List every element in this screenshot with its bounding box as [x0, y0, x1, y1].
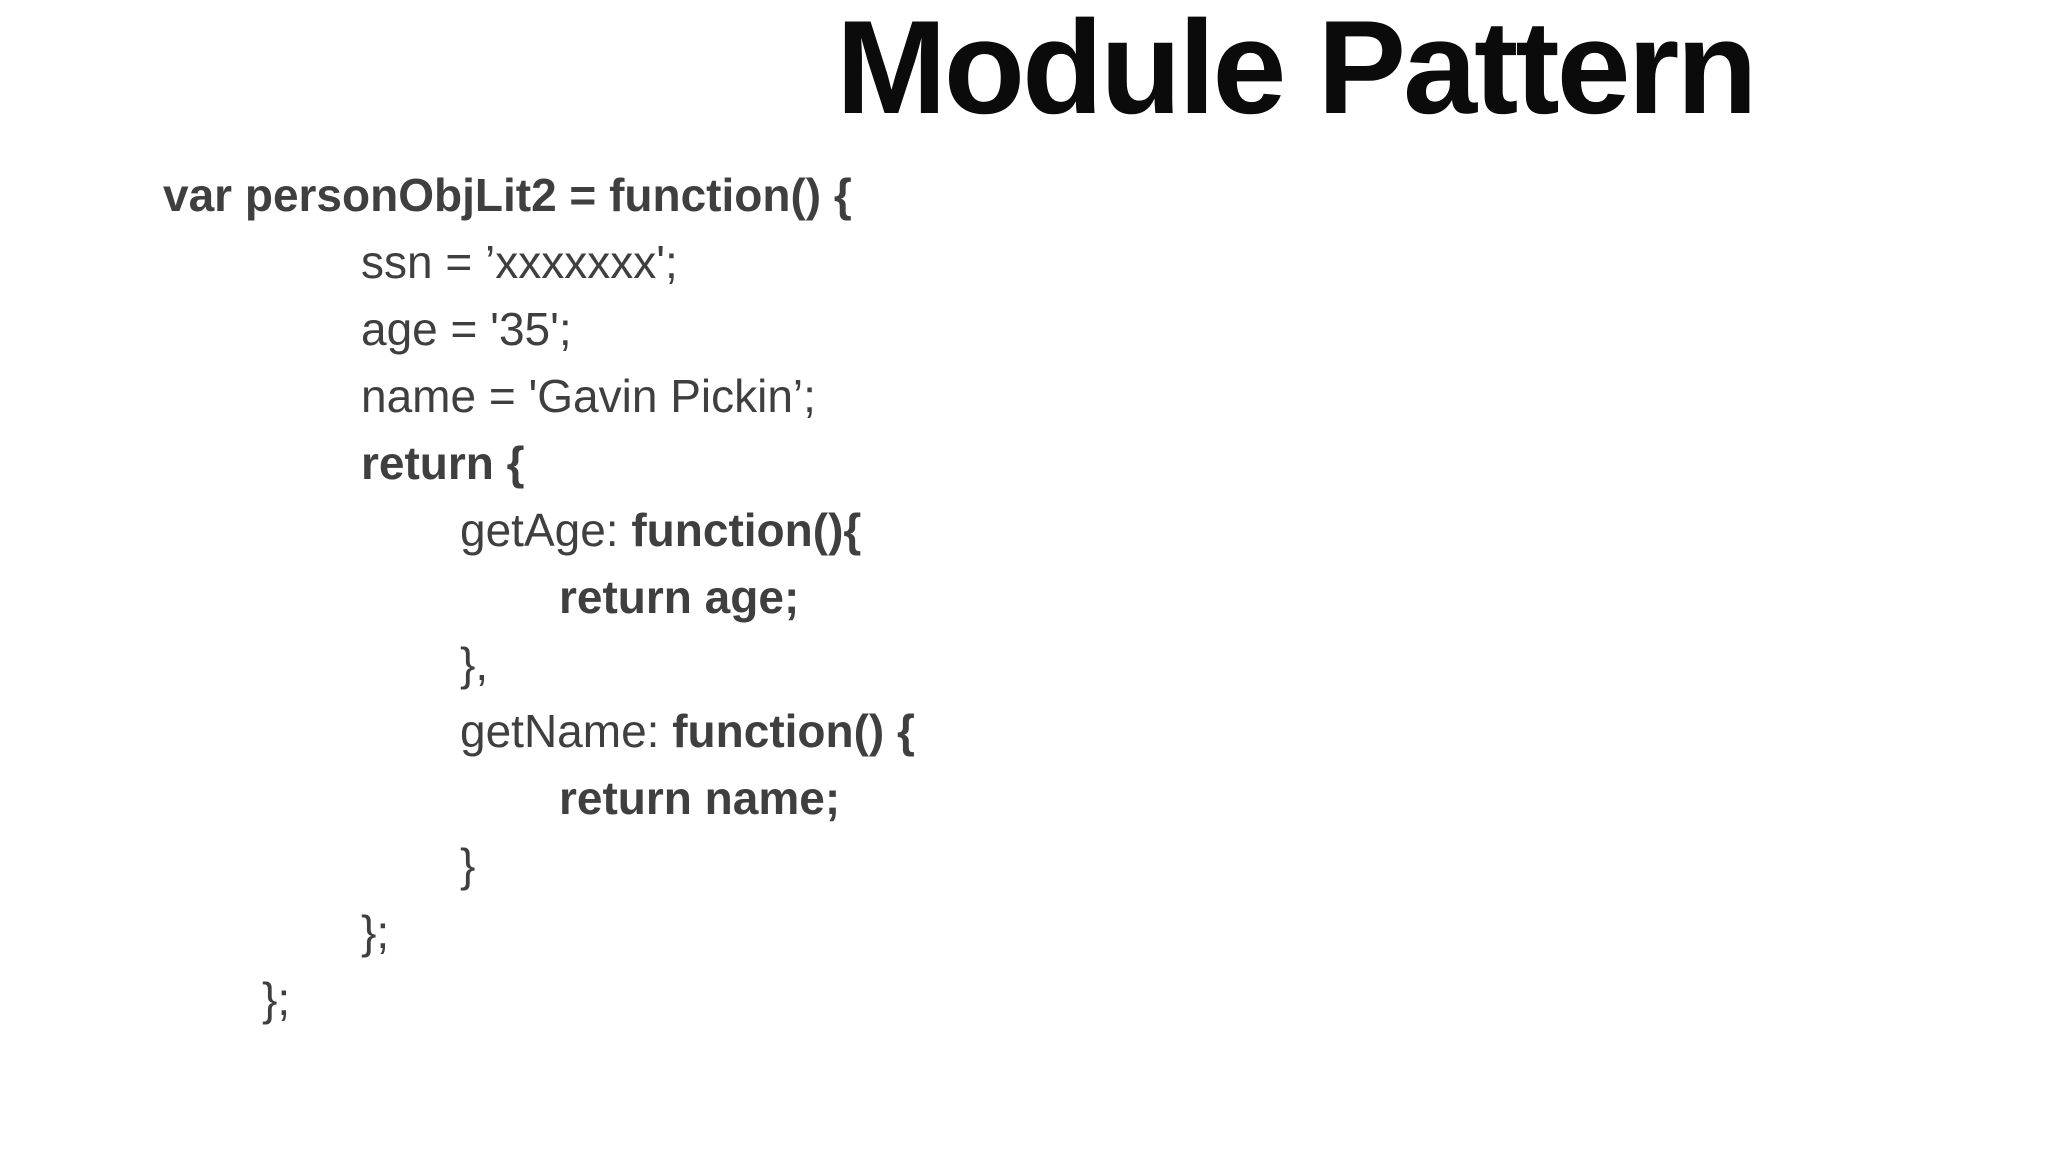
code-line: name = 'Gavin Pickin’;: [163, 363, 915, 430]
code-segment: getAge:: [460, 504, 632, 556]
code-line: return age;: [163, 564, 915, 631]
code-line: },: [163, 631, 915, 698]
code-line: getName: function() {: [163, 698, 915, 765]
code-line: getAge: function(){: [163, 497, 915, 564]
code-segment: ssn = ’xxxxxxx';: [361, 236, 678, 288]
code-segment: };: [361, 906, 390, 958]
code-line: ssn = ’xxxxxxx';: [163, 229, 915, 296]
code-segment: }: [460, 839, 476, 891]
code-segment-bold: return age;: [559, 571, 800, 623]
code-segment: name = 'Gavin Pickin’;: [361, 370, 816, 422]
code-line: };: [163, 899, 915, 966]
code-segment: age = '35';: [361, 303, 572, 355]
code-line: }: [163, 832, 915, 899]
code-segment: },: [460, 638, 489, 690]
code-segment-bold: function(){: [631, 504, 862, 556]
slide-title: Module Pattern: [836, 0, 1758, 142]
code-segment-bold: var personObjLit2 = function() {: [163, 169, 852, 221]
code-line: return {: [163, 430, 915, 497]
code-line: return name;: [163, 765, 915, 832]
code-block: var personObjLit2 = function() { ssn = ’x…: [163, 162, 915, 1033]
code-segment-bold: function() {: [672, 705, 915, 757]
code-line: var personObjLit2 = function() {: [163, 162, 915, 229]
code-line: };: [163, 966, 915, 1033]
code-segment: getName:: [460, 705, 673, 757]
code-line: age = '35';: [163, 296, 915, 363]
code-segment-bold: return {: [361, 437, 525, 489]
code-segment-bold: return name;: [559, 772, 841, 824]
code-segment: };: [262, 973, 291, 1025]
